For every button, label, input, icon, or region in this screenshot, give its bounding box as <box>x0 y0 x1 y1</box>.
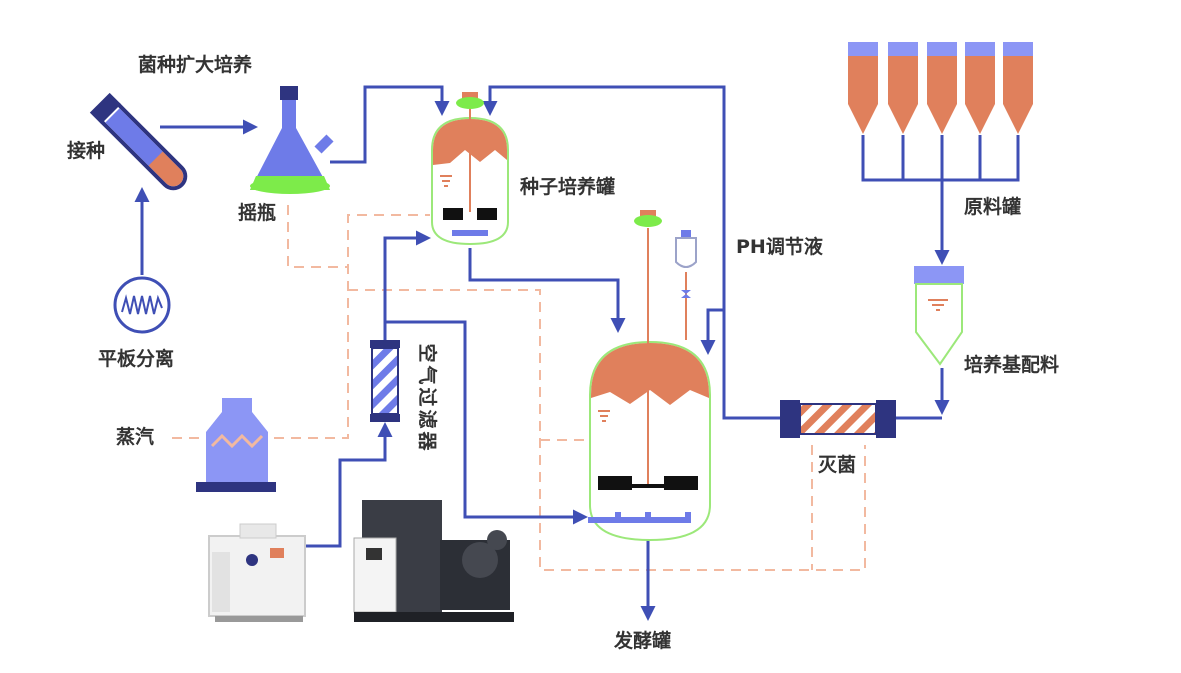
raw-material-silos <box>848 42 1033 134</box>
shake-flask-icon <box>250 86 334 194</box>
seed-tank-sparkles <box>440 175 610 422</box>
silo-icon <box>1003 42 1033 134</box>
steam-boiler-icon <box>196 398 276 492</box>
sterilizer-icon <box>780 400 896 438</box>
fermenter-label: 发酵罐 <box>614 630 672 652</box>
plate-separation-label: 平板分离 <box>98 348 175 370</box>
air-filter-char: 气 <box>416 365 438 385</box>
air-filter-char: 空 <box>416 343 438 363</box>
medium-mix-tank-icon <box>914 266 964 366</box>
test-tube-icon <box>89 92 188 191</box>
air-filter-char: 器 <box>416 431 438 451</box>
process-lines <box>134 85 1020 621</box>
steam-lines <box>172 205 866 571</box>
sterilize-label: 灭菌 <box>818 454 857 476</box>
plate-separation-icon <box>113 276 171 334</box>
ph-dosing-icon <box>675 230 697 340</box>
raw-tank-label: 原料罐 <box>964 196 1022 218</box>
air-filter-icon <box>370 340 400 422</box>
silo-icon <box>848 42 878 134</box>
ph-solution-label: PH调节液 <box>736 236 823 258</box>
seed-tank <box>431 92 509 246</box>
medium-mix-label: 培养基配料 <box>964 354 1060 376</box>
steam-label: 蒸汽 <box>116 426 155 448</box>
air-compressor-icon <box>208 523 306 622</box>
air-filter-char: 滤 <box>416 409 438 429</box>
inoculate-label: 接种 <box>67 140 106 162</box>
air-filter-char: 过 <box>416 387 438 407</box>
air-filter-label: 空 气 过 滤 器 <box>416 342 438 452</box>
expand-culture-label: 菌种扩大培养 <box>138 54 253 76</box>
silo-icon <box>965 42 995 134</box>
silo-icon <box>927 42 957 134</box>
seed-tank-label: 种子培养罐 <box>520 176 616 198</box>
fermenter-tank <box>588 210 711 542</box>
shake-flask-label: 摇瓶 <box>238 202 277 224</box>
silo-icon <box>888 42 918 134</box>
compressor-unit-icon <box>353 500 514 622</box>
